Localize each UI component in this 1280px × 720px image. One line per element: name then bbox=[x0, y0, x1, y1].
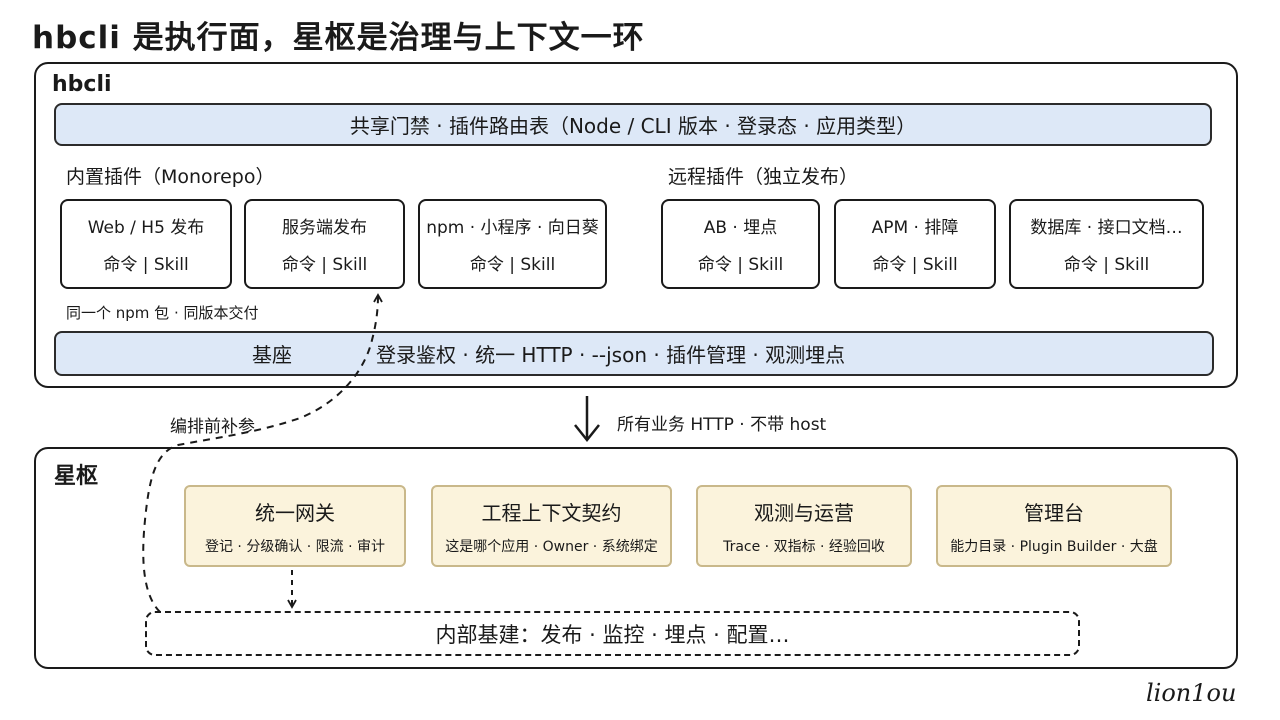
plugin-detail: 命令 | Skill bbox=[103, 255, 189, 275]
module-detail: 登记 · 分级确认 · 限流 · 审计 bbox=[204, 538, 386, 555]
plugin-detail: 命令 | Skill bbox=[1063, 255, 1150, 275]
plugin-name: APM · 排障 bbox=[871, 218, 959, 238]
plugin-npm-miniapp: npm · 小程序 · 向日葵 命令 | Skill bbox=[418, 199, 607, 289]
signature: lion1ou bbox=[1146, 679, 1237, 707]
module-name: 观测与运营 bbox=[754, 500, 854, 525]
plugin-name: npm · 小程序 · 向日葵 bbox=[426, 218, 599, 238]
module-admin-console: 管理台 能力目录 · Plugin Builder · 大盘 bbox=[936, 485, 1172, 567]
internal-infra-box: 内部基建：发布 · 监控 · 埋点 · 配置… bbox=[145, 611, 1080, 656]
plugin-name: 服务端发布 bbox=[282, 218, 367, 238]
plugin-apm: APM · 排障 命令 | Skill bbox=[834, 199, 996, 289]
module-name: 管理台 bbox=[1024, 500, 1084, 525]
plugin-web-h5: Web / H5 发布 命令 | Skill bbox=[60, 199, 232, 289]
module-context-contract: 工程上下文契约 这是哪个应用 · Owner · 系统绑定 bbox=[431, 485, 672, 567]
plugin-database: 数据库 · 接口文档… 命令 | Skill bbox=[1009, 199, 1204, 289]
module-detail: 能力目录 · Plugin Builder · 大盘 bbox=[950, 538, 1158, 555]
module-name: 工程上下文契约 bbox=[481, 500, 622, 525]
plugin-server: 服务端发布 命令 | Skill bbox=[244, 199, 405, 289]
xingshu-label: 星枢 bbox=[54, 464, 99, 489]
npm-note: 同一个 npm 包 · 同版本交付 bbox=[66, 304, 259, 322]
xingshu-container bbox=[34, 447, 1238, 669]
hbcli-label: hbcli bbox=[52, 72, 112, 97]
module-gateway: 统一网关 登记 · 分级确认 · 限流 · 审计 bbox=[184, 485, 406, 567]
loop-label: 编排前补参 bbox=[170, 417, 255, 437]
base-band: 基座 登录鉴权 · 统一 HTTP · --json · 插件管理 · 观测埋点 bbox=[54, 331, 1214, 376]
builtin-plugins-label: 内置插件（Monorepo） bbox=[66, 166, 275, 188]
diagram-title: hbcli 是执行面，星枢是治理与上下文一环 bbox=[32, 20, 645, 56]
plugin-name: AB · 埋点 bbox=[703, 218, 778, 238]
routing-band: 共享门禁 · 插件路由表（Node / CLI 版本 · 登录态 · 应用类型） bbox=[54, 103, 1212, 146]
plugin-detail: 命令 | Skill bbox=[281, 255, 368, 275]
plugin-detail: 命令 | Skill bbox=[872, 255, 958, 275]
param-loop-arrow bbox=[142, 293, 383, 613]
base-label: 基座 bbox=[252, 343, 292, 367]
plugin-name: Web / H5 发布 bbox=[87, 218, 205, 238]
module-detail: 这是哪个应用 · Owner · 系统绑定 bbox=[445, 538, 658, 555]
plugin-detail: 命令 | Skill bbox=[469, 255, 556, 275]
arrow-label: 所有业务 HTTP · 不带 host bbox=[617, 415, 827, 435]
remote-plugins-label: 远程插件（独立发布） bbox=[668, 166, 859, 188]
plugin-name: 数据库 · 接口文档… bbox=[1030, 218, 1183, 238]
module-name: 统一网关 bbox=[255, 500, 335, 525]
plugin-ab: AB · 埋点 命令 | Skill bbox=[661, 199, 820, 289]
plugin-detail: 命令 | Skill bbox=[697, 255, 784, 275]
module-observability: 观测与运营 Trace · 双指标 · 经验回收 bbox=[696, 485, 912, 567]
http-down-arrowhead bbox=[574, 424, 600, 443]
hbcli-container bbox=[34, 62, 1238, 388]
module-detail: Trace · 双指标 · 经验回收 bbox=[723, 538, 885, 555]
base-items: 登录鉴权 · 统一 HTTP · --json · 插件管理 · 观测埋点 bbox=[376, 343, 846, 367]
